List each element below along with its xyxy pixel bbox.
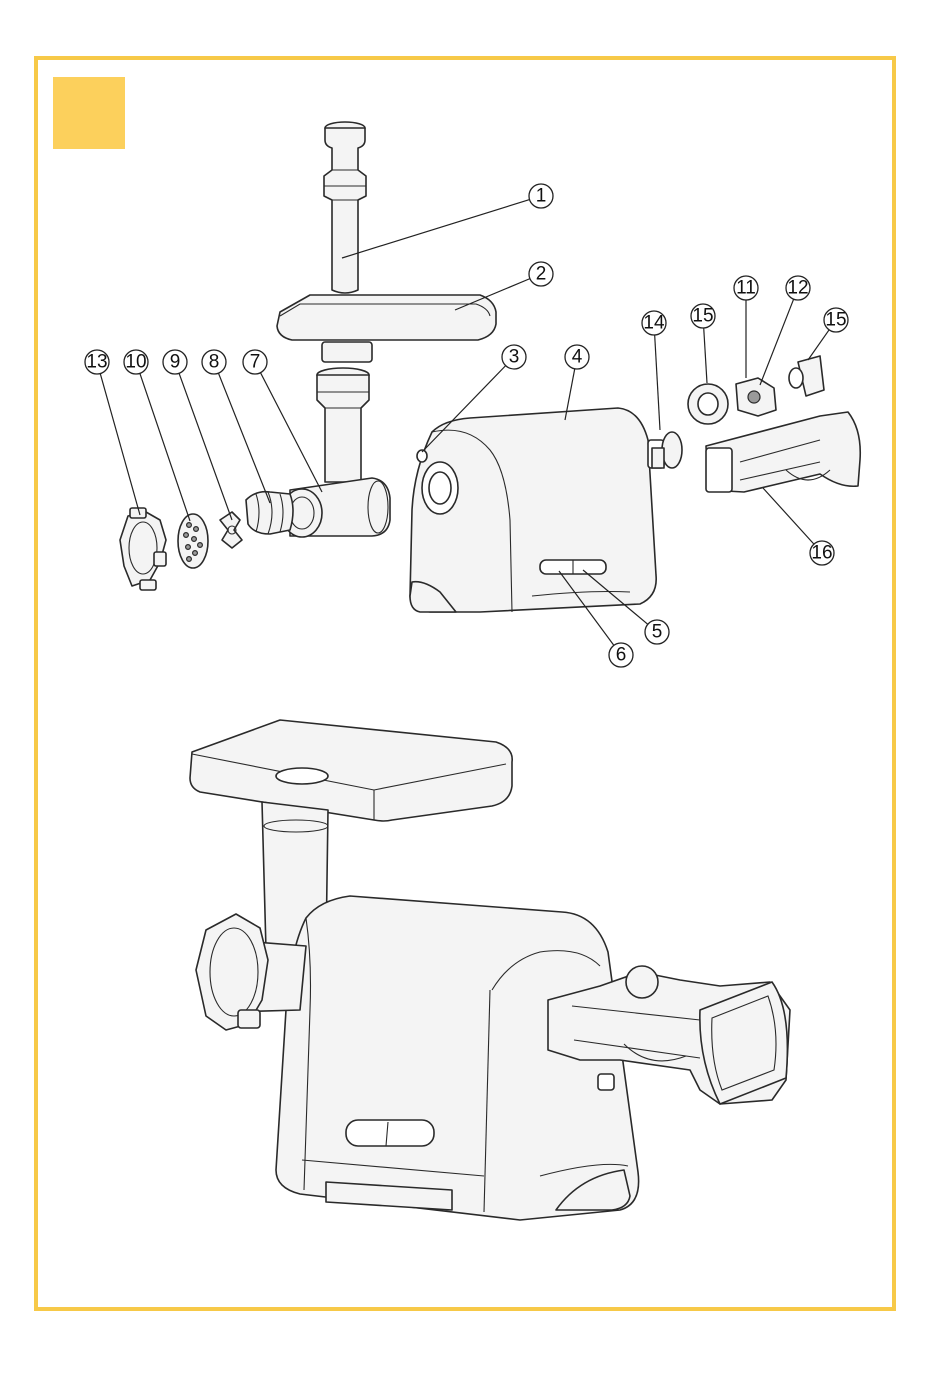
leader-line	[655, 335, 660, 430]
callout-number: 5	[652, 622, 663, 643]
callout-9: 9	[163, 350, 232, 520]
callout-number: 1	[536, 186, 547, 207]
callout-number: 12	[787, 278, 808, 299]
callout-number: 11	[736, 278, 756, 299]
part-pusher	[324, 122, 366, 293]
part-slicer-attachment	[706, 412, 860, 492]
leader-line	[100, 374, 140, 515]
leader-line	[260, 373, 322, 492]
callout-number: 13	[86, 352, 107, 373]
callout-number: 10	[125, 352, 146, 373]
callout-7: 7	[243, 350, 322, 492]
leader-line	[179, 373, 232, 520]
leader-line	[763, 488, 814, 544]
callout-number: 16	[811, 543, 832, 564]
leader-line	[760, 299, 794, 385]
assembled-tray	[190, 720, 512, 821]
callout-number: 6	[616, 645, 627, 666]
callout-number: 15	[692, 306, 713, 327]
callout-4: 4	[565, 345, 589, 420]
callout-number: 15	[825, 310, 846, 331]
leader-line	[808, 330, 829, 360]
callout-number: 14	[643, 313, 665, 334]
callout-number: 8	[209, 352, 220, 373]
callout-15: 15	[691, 304, 715, 383]
callout-number: 9	[170, 352, 181, 373]
leader-line	[218, 373, 270, 503]
callout-11: 11	[734, 276, 758, 378]
callout-14: 14	[642, 311, 666, 430]
part-ring-nut	[120, 508, 166, 590]
leader-line	[342, 200, 530, 258]
leader-line	[140, 373, 190, 521]
part-auger	[246, 492, 293, 534]
callout-number: 4	[572, 347, 583, 368]
callout-number: 3	[509, 347, 520, 368]
part-grinder-head	[282, 368, 390, 537]
callout-number: 7	[250, 352, 261, 373]
part-plate	[178, 514, 208, 568]
part-motor-housing	[410, 408, 682, 612]
callout-number: 2	[536, 264, 547, 285]
part-tray	[277, 295, 496, 362]
part-sausage-tubes	[688, 356, 824, 424]
callout-16: 16	[763, 488, 834, 565]
callout-13: 13	[85, 350, 140, 515]
callout-1: 1	[342, 184, 553, 258]
callout-15: 15	[808, 308, 848, 360]
leader-line	[704, 328, 707, 383]
